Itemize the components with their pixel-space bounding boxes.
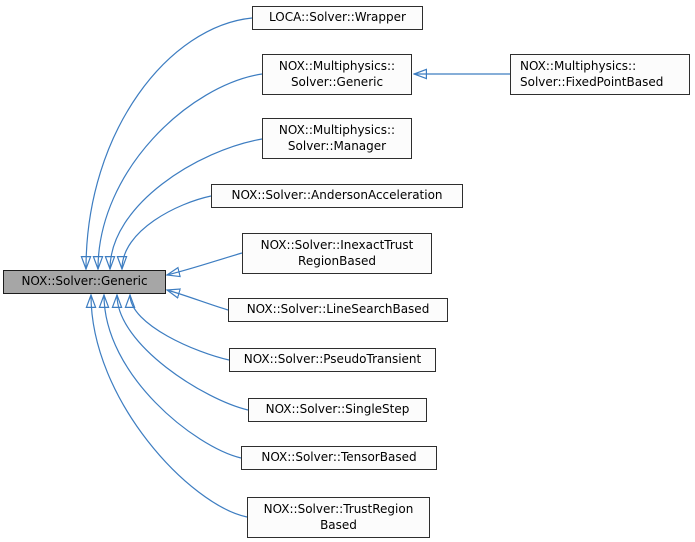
- edge-inexact-to-base: [167, 252, 243, 275]
- edge-single-to-base: [117, 295, 249, 411]
- class-node-label: NOX::Multiphysics:: Solver::FixedPointBa…: [520, 58, 664, 89]
- edge-pseudo-to-base: [130, 295, 230, 361]
- class-node-loca-solver-wrapper[interactable]: LOCA::Solver::Wrapper: [252, 6, 423, 30]
- class-node-label: NOX::Multiphysics:: Solver::Manager: [278, 122, 396, 153]
- class-node-label: NOX::Solver::LineSearchBased: [246, 302, 430, 317]
- class-node-label: NOX::Solver::TensorBased: [261, 450, 417, 465]
- class-node-nox-multiphysics-solver-generic[interactable]: NOX::Multiphysics:: Solver::Generic: [262, 54, 412, 95]
- class-node-nox-solver-singlestep[interactable]: NOX::Solver::SingleStep: [248, 398, 427, 422]
- class-node-nox-solver-pseudotransient[interactable]: NOX::Solver::PseudoTransient: [229, 348, 436, 372]
- class-node-nox-solver-generic: NOX::Solver::Generic: [3, 270, 166, 294]
- class-node-label: NOX::Solver::AndersonAcceleration: [231, 188, 443, 203]
- class-node-nox-solver-andersonacceleration[interactable]: NOX::Solver::AndersonAcceleration: [211, 184, 463, 208]
- edge-trust-to-base: [91, 295, 248, 518]
- edge-mpmanager-to-base: [110, 138, 263, 269]
- edge-linesearch-to-base: [167, 290, 229, 311]
- class-node-nox-solver-inexacttrustregionbased[interactable]: NOX::Solver::InexactTrust RegionBased: [242, 233, 432, 274]
- class-node-nox-multiphysics-solver-manager[interactable]: NOX::Multiphysics:: Solver::Manager: [262, 118, 412, 159]
- class-node-label: NOX::Solver::TrustRegion Based: [263, 501, 414, 532]
- class-node-label: NOX::Solver::SingleStep: [265, 402, 410, 417]
- edge-anderson-to-base: [122, 195, 212, 269]
- class-node-label: NOX::Solver::Generic: [21, 274, 148, 289]
- class-node-label: NOX::Solver::InexactTrust RegionBased: [260, 237, 414, 268]
- class-node-nox-solver-linesearchbased[interactable]: NOX::Solver::LineSearchBased: [228, 298, 448, 322]
- edge-wrapper-to-base: [86, 17, 253, 269]
- edge-mpgeneric-to-base: [98, 73, 263, 269]
- edge-tensor-to-base: [104, 295, 242, 459]
- class-node-label: NOX::Solver::PseudoTransient: [243, 352, 422, 367]
- class-node-nox-solver-trustregionbased[interactable]: NOX::Solver::TrustRegion Based: [247, 497, 430, 538]
- class-node-nox-multiphysics-solver-fixedpointbased[interactable]: NOX::Multiphysics:: Solver::FixedPointBa…: [510, 54, 690, 95]
- class-node-nox-solver-tensorbased[interactable]: NOX::Solver::TensorBased: [241, 446, 437, 470]
- class-node-label: NOX::Multiphysics:: Solver::Generic: [278, 58, 396, 89]
- class-node-label: LOCA::Solver::Wrapper: [269, 10, 406, 25]
